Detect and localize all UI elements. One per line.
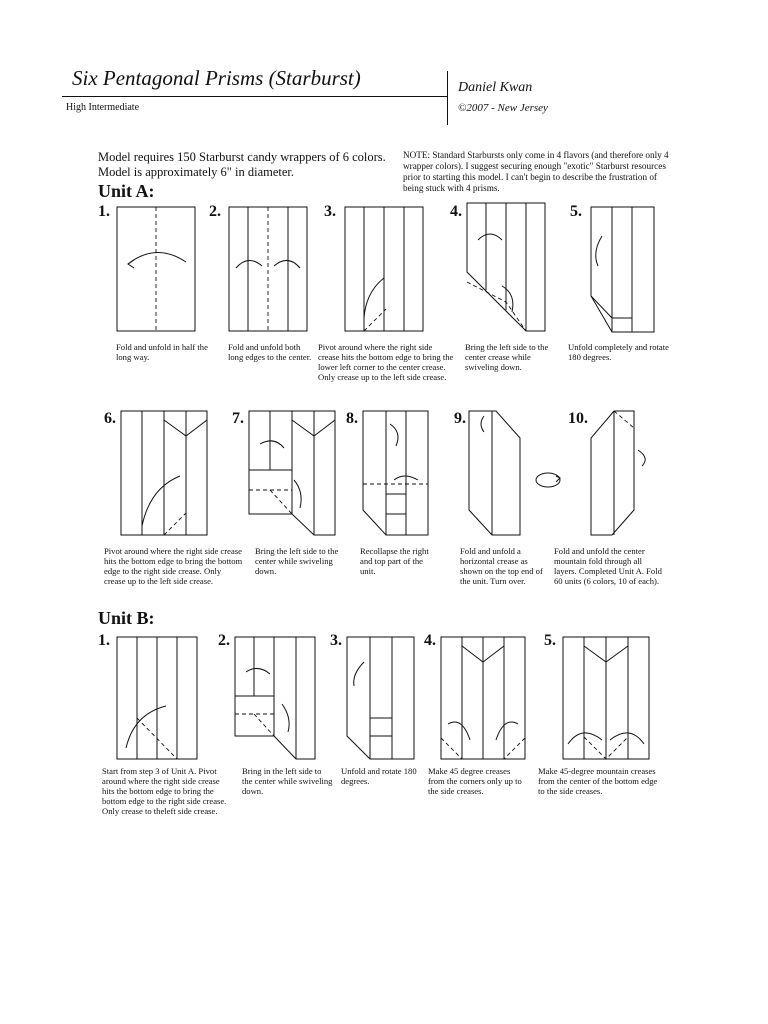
unit-b-step-3-caption: Unfold and rotate 180 degrees.: [341, 766, 417, 786]
step-number: 7.: [232, 410, 244, 427]
unit-b-step-5-caption: Make 45-degree mountain creases from the…: [538, 766, 658, 796]
unit-a-step-4-diagram: [466, 202, 546, 332]
unit-a-heading: Unit A:: [98, 181, 155, 201]
author-name: Daniel Kwan: [458, 80, 533, 95]
step-number: 3.: [330, 632, 342, 649]
unit-b-step-2-caption: Bring in the left side to the center whi…: [242, 766, 333, 796]
unit-b-step-1-diagram: [116, 636, 198, 760]
step-number: 2.: [218, 632, 230, 649]
unit-a-step-9-diagram: [468, 410, 521, 536]
unit-a-step-10-diagram: [590, 410, 646, 536]
unit-a-step-10-caption: Fold and unfold the center mountain fold…: [554, 546, 662, 586]
unit-a-step-8-diagram: [362, 410, 429, 536]
requirements-text: Model requires 150 Starburst candy wrapp…: [98, 150, 386, 179]
unit-a-step-2-diagram: [228, 206, 308, 332]
unit-a-step-9-caption: Fold and unfold a horizontal crease as s…: [460, 546, 543, 586]
header-divider: [447, 71, 448, 125]
unit-b-step-4-diagram: [440, 636, 526, 760]
turn-over-icon: [535, 472, 561, 488]
unit-b-step-2-diagram: [234, 636, 316, 760]
unit-a-step-6-caption: Pivot around where the right side crease…: [104, 546, 243, 586]
step-number: 3.: [324, 203, 336, 220]
unit-b-step-1-caption: Start from step 3 of Unit A. Pivot aroun…: [102, 766, 227, 816]
step-number: 4.: [424, 632, 436, 649]
step-number: 9.: [454, 410, 466, 427]
unit-b-step-3-diagram: [346, 636, 415, 760]
step-number: 5.: [570, 203, 582, 220]
step-number: 8.: [346, 410, 358, 427]
step-number: 5.: [544, 632, 556, 649]
unit-a-step-4-caption: Bring the left side to the center crease…: [465, 342, 549, 372]
note-text: NOTE: Standard Starbursts only come in 4…: [403, 150, 669, 193]
unit-b-heading: Unit B:: [98, 608, 155, 628]
step-number: 4.: [450, 203, 462, 220]
unit-b-step-5-diagram: [562, 636, 650, 760]
difficulty-level: High Intermediate: [66, 102, 140, 113]
unit-a-step-3-caption: Pivot around where the right side crease…: [318, 342, 454, 382]
header-rule: [62, 96, 448, 97]
step-number: 6.: [104, 410, 116, 427]
unit-a-step-8-caption: Recollapse the right and top part of the…: [360, 546, 429, 576]
unit-a-step-7-caption: Bring the left side to the center while …: [255, 546, 339, 576]
unit-a-step-1-caption: Fold and unfold in half the long way.: [116, 342, 208, 362]
step-number: 10.: [568, 410, 588, 427]
copyright-line: ©2007 - New Jersey: [458, 102, 548, 114]
unit-a-step-2-caption: Fold and unfold both long edges to the c…: [228, 342, 312, 362]
step-number: 2.: [209, 203, 221, 220]
unit-a-step-6-diagram: [120, 410, 208, 536]
unit-a-step-5-diagram: [590, 206, 655, 333]
unit-a-step-7-diagram: [248, 410, 336, 536]
step-number: 1.: [98, 203, 110, 220]
unit-a-step-3-diagram: [344, 206, 424, 332]
unit-a-step-5-caption: Unfold completely and rotate 180 degrees…: [568, 342, 669, 362]
step-number: 1.: [98, 632, 110, 649]
unit-b-step-4-caption: Make 45 degree creases from the corners …: [428, 766, 522, 796]
unit-a-step-1-diagram: [116, 206, 196, 332]
document-title: Six Pentagonal Prisms (Starburst): [72, 66, 361, 90]
